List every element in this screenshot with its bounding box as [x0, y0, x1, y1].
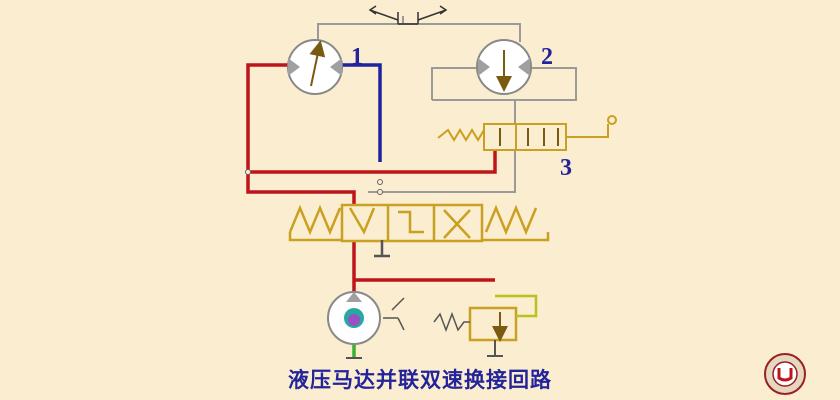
relief-valve	[433, 294, 538, 357]
return-line	[342, 63, 382, 162]
university-seal-icon	[764, 353, 806, 395]
motor-2	[476, 39, 532, 95]
directional-valve	[288, 203, 550, 258]
caption-title: 液压马达并联双速换接回路	[288, 368, 552, 392]
valve-3-label: 3	[560, 155, 572, 181]
valve-3	[437, 115, 617, 151]
motor-1	[287, 39, 343, 95]
drain-lines	[317, 16, 577, 193]
motor-1-label: 1	[351, 44, 363, 70]
junction-dots	[245, 169, 383, 195]
pump	[327, 291, 405, 359]
shaft-coupling-icon	[368, 5, 448, 25]
motor-2-label: 2	[541, 44, 553, 70]
